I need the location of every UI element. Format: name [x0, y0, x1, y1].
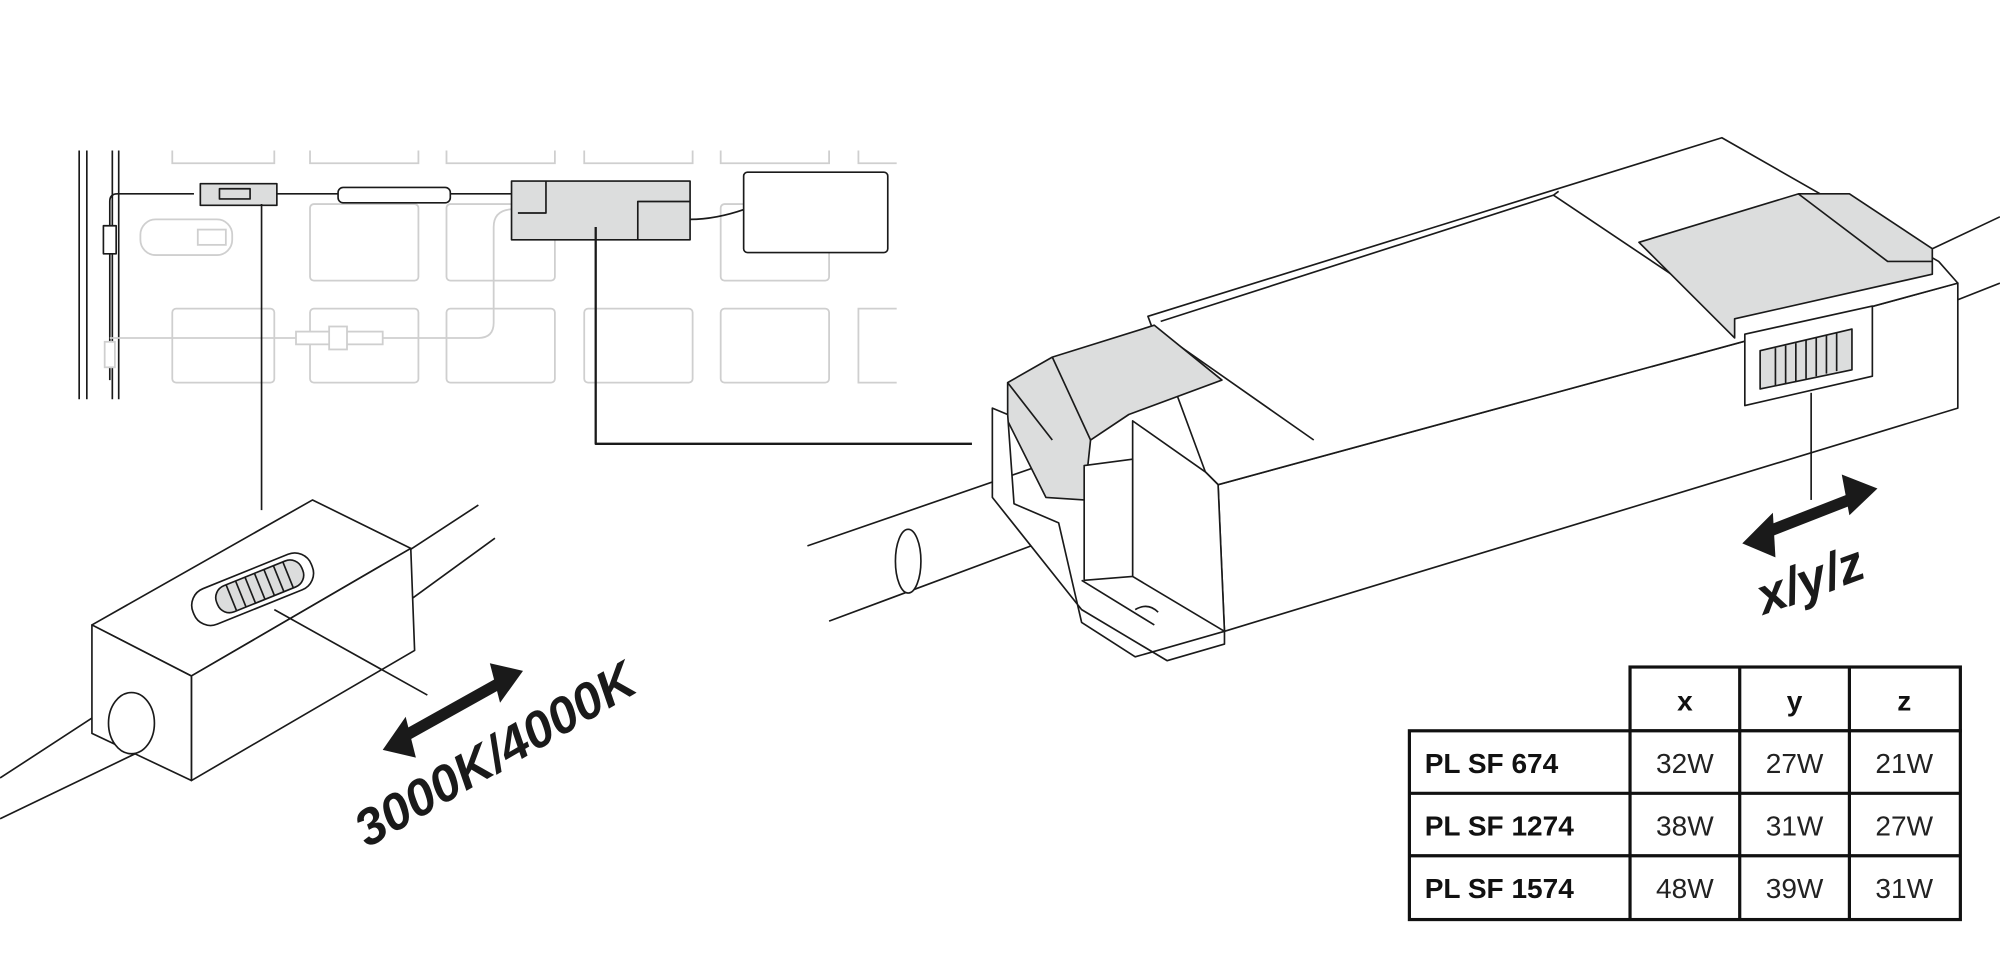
power-setting-arrow-icon — [1742, 474, 1878, 558]
row-model: PL SF 674 — [1425, 748, 1559, 779]
cell-value: 31W — [1766, 810, 1824, 841]
cell-value: 39W — [1766, 873, 1824, 904]
cell-value: 38W — [1656, 810, 1714, 841]
switch-box-small — [199, 182, 278, 207]
led-driver — [807, 136, 2000, 662]
cell-value: 27W — [1875, 810, 1933, 841]
colour-switch-slider[interactable] — [186, 548, 319, 631]
row-model: PL SF 1274 — [1425, 810, 1575, 841]
column-header-z: z — [1897, 685, 1911, 716]
colour-switch-box — [0, 499, 496, 820]
cell-value: 48W — [1656, 873, 1714, 904]
column-header-y: y — [1787, 685, 1803, 716]
row-model: PL SF 1574 — [1425, 873, 1575, 904]
driver-small — [510, 180, 691, 241]
cell-value: 21W — [1875, 748, 1933, 779]
power-table: x y z PL SF 674 32W 27W 21W PL SF 1274 3… — [1407, 665, 1962, 922]
cell-value: 27W — [1766, 748, 1824, 779]
cell-value: 32W — [1656, 748, 1714, 779]
power-setting-slider[interactable] — [1759, 328, 1853, 390]
cell-value: 31W — [1875, 873, 1933, 904]
colour-temperature-arrow-icon — [382, 663, 524, 758]
junction-box — [742, 171, 889, 254]
leader-line-driver — [594, 227, 972, 445]
ceiling-grid-overview — [78, 150, 897, 400]
column-header-x: x — [1677, 685, 1693, 716]
